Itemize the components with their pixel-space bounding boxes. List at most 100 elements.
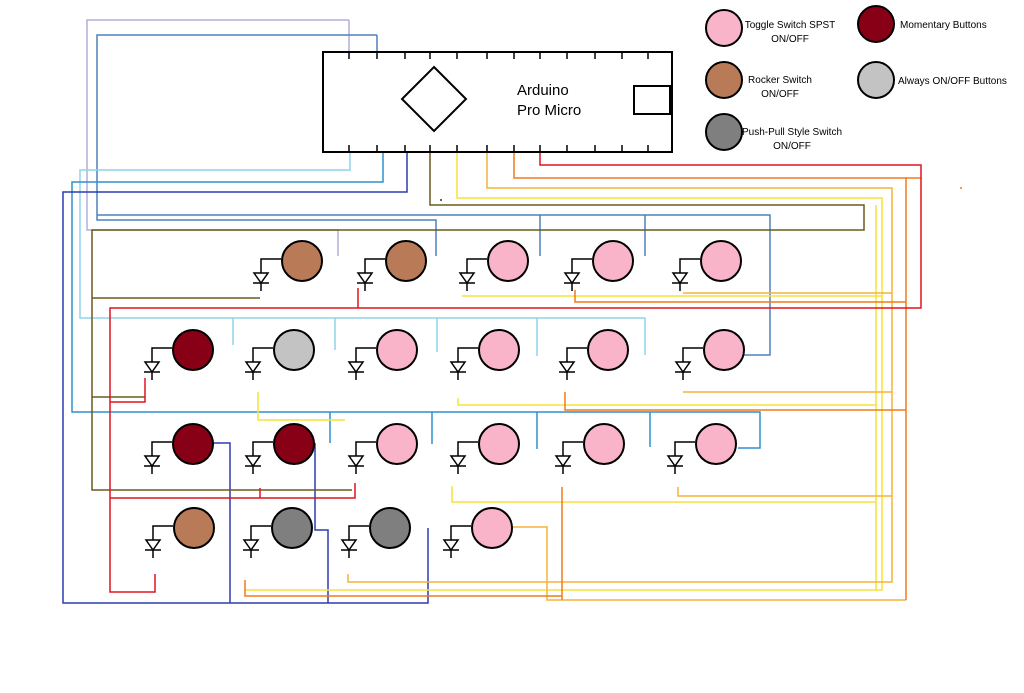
switch-lead <box>562 441 583 450</box>
switch-lead <box>679 258 700 267</box>
wire-yellow <box>245 152 883 591</box>
switch-button-toggle <box>478 423 520 465</box>
switch-lead <box>355 441 376 450</box>
diode-symbol <box>356 272 374 285</box>
switch-momentary <box>143 329 214 380</box>
diode-symbol <box>244 455 262 468</box>
switch-button-toggle <box>695 423 737 465</box>
switch-lead <box>566 347 587 356</box>
legend-swatch-rocker <box>705 61 743 99</box>
legend-swatch-toggle <box>705 9 743 47</box>
switch-lead <box>682 347 703 356</box>
switch-button-toggle <box>471 507 513 549</box>
switch-toggle <box>563 240 634 291</box>
switch-rocker <box>144 507 215 558</box>
wire-navy-3 <box>314 443 329 603</box>
wire-orange-2 <box>574 290 906 303</box>
wire-light-orange <box>347 152 893 583</box>
diode-symbol <box>252 272 270 285</box>
board-pins <box>348 52 649 152</box>
switch-toggle <box>347 329 418 380</box>
diode-symbol <box>143 361 161 374</box>
switch-button-toggle <box>583 423 625 465</box>
diode-symbol <box>558 361 576 374</box>
switch-button-momentary <box>172 423 214 465</box>
diode-symbol <box>347 361 365 374</box>
wire-yellow-4 <box>451 486 876 503</box>
switch-toggle <box>558 329 629 380</box>
wire-yellow-3 <box>457 398 876 406</box>
wire-lavender <box>86 19 349 256</box>
wire-red <box>109 152 922 593</box>
switch-button-momentary <box>172 329 214 371</box>
switch-lead <box>457 441 478 450</box>
board-label-line1: Arduino <box>517 82 569 99</box>
switch-button-toggle <box>376 423 418 465</box>
wire-light-orange-4 <box>677 487 892 497</box>
switch-button-rocker <box>385 240 427 282</box>
wire-red-3 <box>110 378 146 403</box>
legend-item-toggle: Toggle Switch SPST ON/OFF <box>705 9 836 47</box>
wire-orange-5 <box>244 580 562 597</box>
legend-label: Always ON/OFF Buttons <box>898 76 1007 87</box>
diode-symbol <box>143 455 161 468</box>
board-chip-diamond <box>400 65 468 133</box>
legend-sublabel: ON/OFF <box>761 89 799 100</box>
switch-lead <box>355 347 376 356</box>
switch-button-toggle <box>487 240 529 282</box>
switch-lead <box>364 258 385 267</box>
legend-swatch-momentary <box>857 5 895 43</box>
switch-lead <box>152 525 173 534</box>
switch-lead <box>571 258 592 267</box>
switch-lead <box>450 525 471 534</box>
legend-label: Toggle Switch SPST <box>745 20 836 31</box>
wire-brown <box>91 152 865 491</box>
switch-button-toggle <box>703 329 745 371</box>
switch-toggle <box>449 329 520 380</box>
switch-button-toggle <box>376 329 418 371</box>
switch-pushpull <box>242 507 313 558</box>
switch-lead <box>457 347 478 356</box>
diode-symbol <box>671 272 689 285</box>
switch-lead <box>260 258 281 267</box>
switch-button-rocker <box>281 240 323 282</box>
switch-toggle <box>674 329 745 380</box>
diode-symbol <box>449 455 467 468</box>
switch-button-pushpull <box>271 507 313 549</box>
switch-button-rocker <box>173 507 215 549</box>
switch-momentary <box>244 423 315 474</box>
wire-steel-blue <box>96 34 437 256</box>
switch-toggle <box>347 423 418 474</box>
switch-lead <box>151 441 172 450</box>
switch-toggle <box>554 423 625 474</box>
wires-layer <box>62 19 922 604</box>
switch-lead <box>252 347 273 356</box>
switch-lead <box>151 347 172 356</box>
switch-lead <box>674 441 695 450</box>
switch-rocker <box>356 240 427 291</box>
wire-light-orange-5 <box>513 526 906 601</box>
switch-lead <box>466 258 487 267</box>
board-usb-port <box>633 85 671 115</box>
legend-label: Momentary Buttons <box>900 20 987 31</box>
diode-symbol <box>458 272 476 285</box>
diode-symbol <box>442 539 460 552</box>
switch-button-pushpull <box>369 507 411 549</box>
legend-item-always: Always ON/OFF Buttons <box>857 61 1007 99</box>
diode-symbol <box>449 361 467 374</box>
diode-symbol <box>340 539 358 552</box>
diode-symbol <box>554 455 572 468</box>
diode-symbol <box>242 539 260 552</box>
legend-sublabel: ON/OFF <box>771 34 809 45</box>
legend: Toggle Switch SPST ON/OFF Momentary Button… <box>705 5 1007 152</box>
wire-red-4 <box>110 483 356 499</box>
wire-orange <box>513 152 907 600</box>
switch-toggle <box>442 507 513 558</box>
switch-lead <box>348 525 369 534</box>
legend-swatch-always <box>857 61 895 99</box>
wire-yellow-5 <box>257 392 345 421</box>
switch-pushpull <box>340 507 411 558</box>
